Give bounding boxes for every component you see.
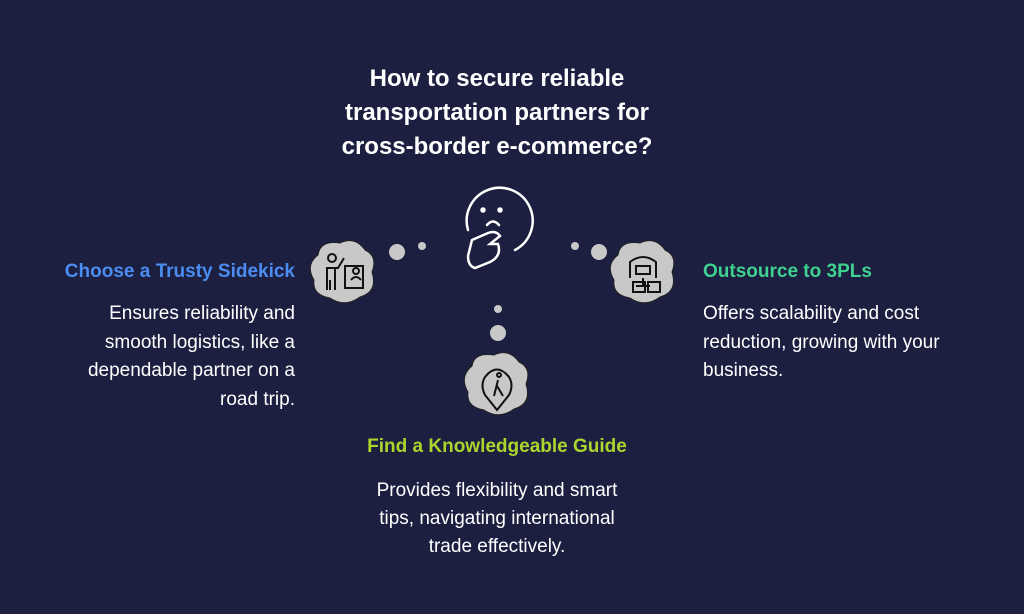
title-line: transportation partners for bbox=[344, 99, 650, 126]
right-heading: Outsource to 3PLs bbox=[703, 261, 872, 282]
thinking-face-icon bbox=[465, 186, 534, 270]
location-walker-icon bbox=[481, 368, 513, 412]
warehouse-network-icon bbox=[629, 256, 661, 293]
body-line: tips, navigating international bbox=[379, 508, 615, 529]
bottom-heading: Find a Knowledgeable Guide bbox=[367, 436, 627, 457]
title-line: How to secure reliable bbox=[369, 65, 625, 92]
dot bbox=[389, 244, 405, 260]
body-line: trade effectively. bbox=[428, 536, 566, 557]
body-line: Offers scalability and cost bbox=[703, 303, 920, 324]
body-line: road trip. bbox=[220, 388, 295, 410]
left-heading: Choose a Trusty Sidekick bbox=[64, 261, 295, 282]
left-body: Ensures reliability and smooth logistics… bbox=[88, 300, 295, 414]
body-line: smooth logistics, like a bbox=[104, 331, 295, 353]
dot bbox=[490, 325, 506, 341]
title-line: cross-border e-commerce? bbox=[341, 133, 653, 160]
cloud-left bbox=[309, 240, 375, 304]
right-body: Offers scalability and cost reduction, g… bbox=[703, 300, 940, 386]
body-line: business. bbox=[703, 360, 784, 381]
dot bbox=[591, 244, 607, 260]
body-line: dependable partner on a bbox=[87, 360, 295, 381]
bottom-body: Provides flexibility and smart tips, nav… bbox=[0, 477, 994, 561]
connector-dots bbox=[389, 242, 607, 341]
body-line: Provides flexibility and smart bbox=[376, 480, 618, 501]
page-title: How to secure reliable transportation pa… bbox=[0, 62, 994, 164]
dot bbox=[494, 305, 502, 313]
body-line: Ensures reliability and bbox=[109, 303, 295, 324]
body-line: reduction, growing with your bbox=[703, 331, 940, 353]
dot bbox=[418, 242, 426, 250]
dot bbox=[571, 242, 579, 250]
presenter-icon bbox=[326, 253, 364, 290]
cloud-right bbox=[609, 240, 675, 304]
